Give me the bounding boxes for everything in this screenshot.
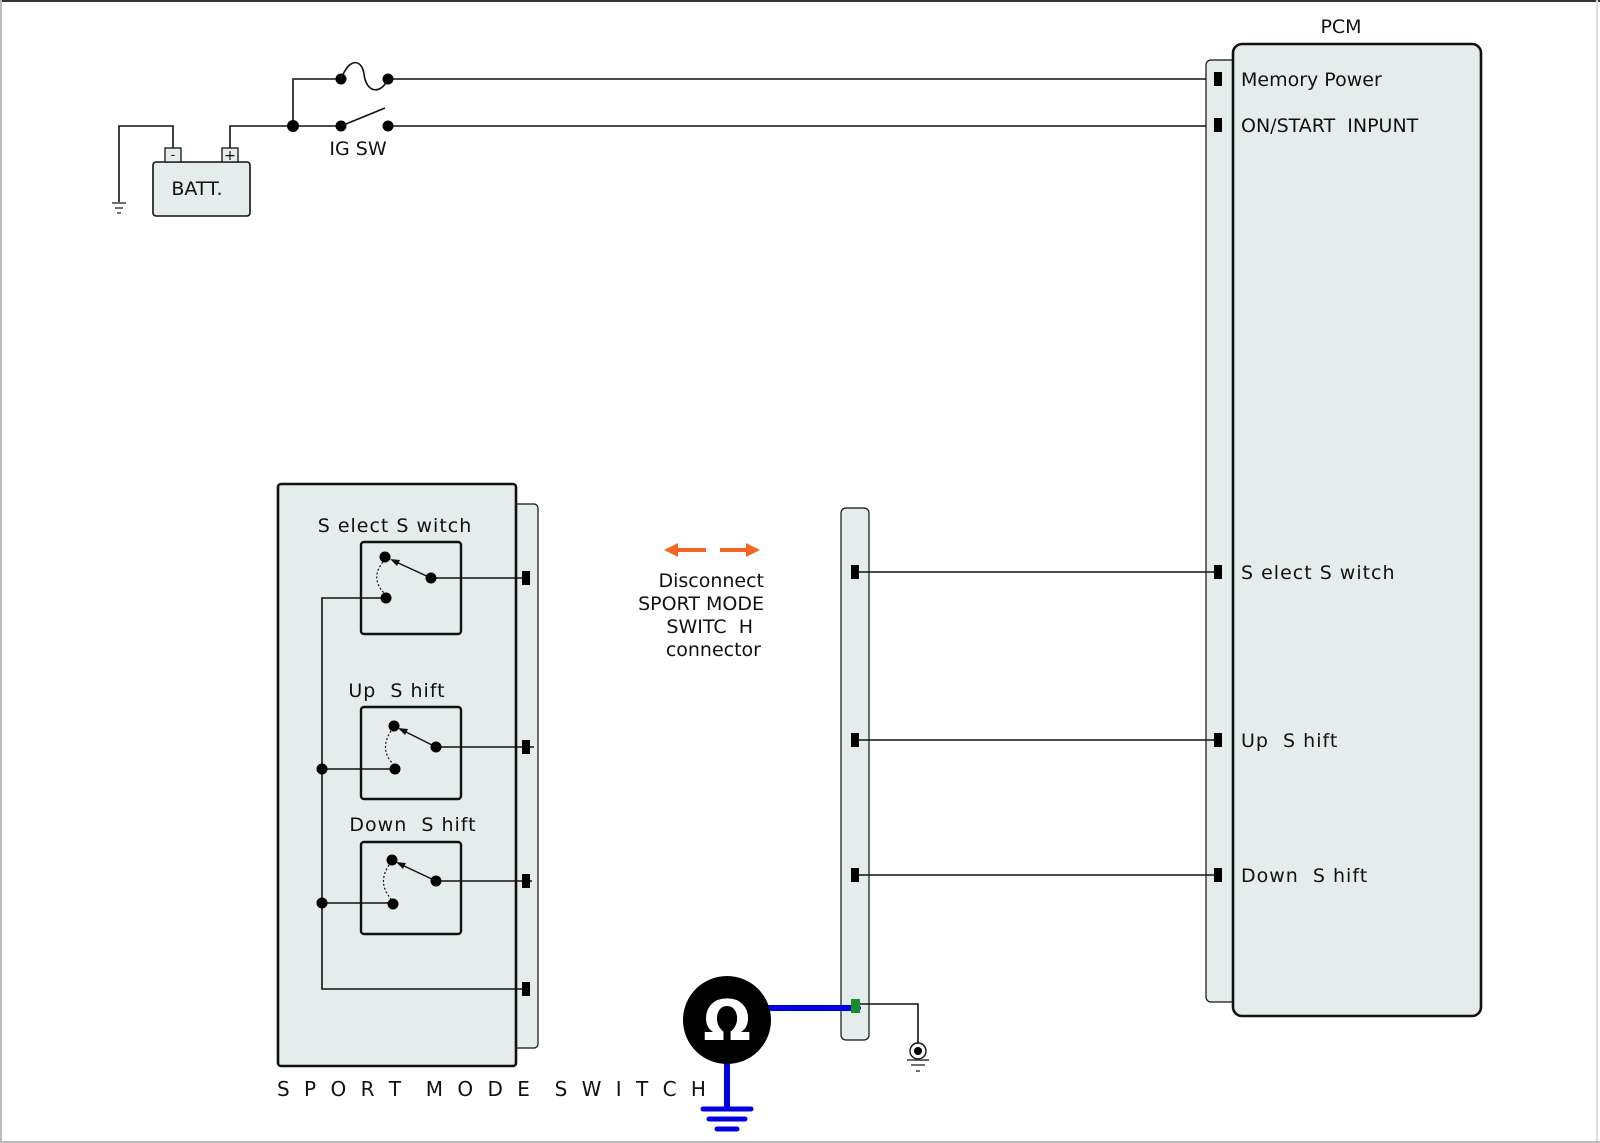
junction-dot	[287, 120, 299, 132]
body-ground-icon	[907, 1042, 929, 1072]
switch-contact-icon	[382, 854, 442, 910]
pcm-pin-label: ON/START INPUNT	[1241, 115, 1419, 137]
disconnect-arrows-icon	[664, 543, 760, 557]
power-feed: IG SW	[229, 61, 1212, 160]
battery: - + BATT.	[152, 147, 251, 217]
switch-pin	[522, 982, 530, 996]
battery-body	[152, 161, 251, 217]
pcm-pin-label: Memory Power	[1241, 69, 1382, 91]
select-switch: S elect S witch	[318, 515, 526, 636]
pcm-pin	[1214, 565, 1222, 579]
ignition-switch-icon	[335, 107, 394, 132]
pcm-pin-label: S elect S witch	[1241, 562, 1396, 584]
ohmmeter-probe	[851, 999, 860, 1013]
pcm-pin	[1214, 118, 1222, 132]
ohmmeter: Ω	[683, 976, 861, 1132]
switch-pin	[522, 874, 530, 888]
up-shift-switch: Up S hift	[348, 680, 534, 801]
sport-mode-switch: S elect S witch Up S hift	[276, 482, 710, 1101]
down-shift-label: Down S hift	[349, 814, 476, 836]
harness-pin	[851, 733, 859, 747]
battery-neg-label: -	[171, 148, 176, 163]
pcm-label: PCM	[1320, 16, 1361, 38]
instruction-line: connector	[666, 639, 761, 661]
ground-icon	[112, 202, 126, 214]
harness-pin	[851, 565, 859, 579]
switch-pin	[522, 571, 530, 585]
instruction-line: SWITC H	[666, 616, 753, 638]
harness-pin	[851, 868, 859, 882]
ohmmeter-icon	[683, 976, 771, 1064]
pcm-body	[1231, 42, 1483, 1018]
instruction-line: SPORT MODE	[638, 593, 764, 615]
pcm: PCM Memory Power ON/START INPUNT S elect…	[1205, 16, 1483, 1018]
battery-ground	[112, 125, 174, 214]
down-shift-switch: Down S hift	[349, 814, 532, 936]
ig-sw-label: IG SW	[329, 138, 386, 160]
switch-body	[276, 482, 518, 1068]
harness-connector	[840, 507, 1214, 1072]
select-switch-label: S elect S witch	[318, 515, 473, 537]
pcm-pin	[1214, 72, 1222, 86]
battery-label: BATT.	[171, 178, 222, 200]
sport-mode-switch-label: S P O R T M O D E S W I T C H	[277, 1077, 710, 1101]
battery-pos-label: +	[224, 148, 236, 164]
switch-pin	[522, 740, 530, 754]
fuse-icon	[335, 61, 394, 91]
pcm-pin	[1214, 868, 1222, 882]
switch-contact-icon	[376, 551, 437, 604]
pcm-pin-label: Down S hift	[1241, 865, 1368, 887]
instruction-line: Disconnect	[658, 570, 764, 592]
ohm-symbol: Ω	[703, 989, 751, 1054]
harness-connector-strip	[840, 507, 870, 1041]
pcm-pin-label: Up S hift	[1241, 730, 1338, 752]
pcm-pin	[1214, 733, 1222, 747]
up-shift-label: Up S hift	[348, 680, 445, 702]
disconnect-instruction: Disconnect SPORT MODE SWITC H connector	[638, 543, 764, 661]
ground-icon	[700, 1106, 754, 1132]
